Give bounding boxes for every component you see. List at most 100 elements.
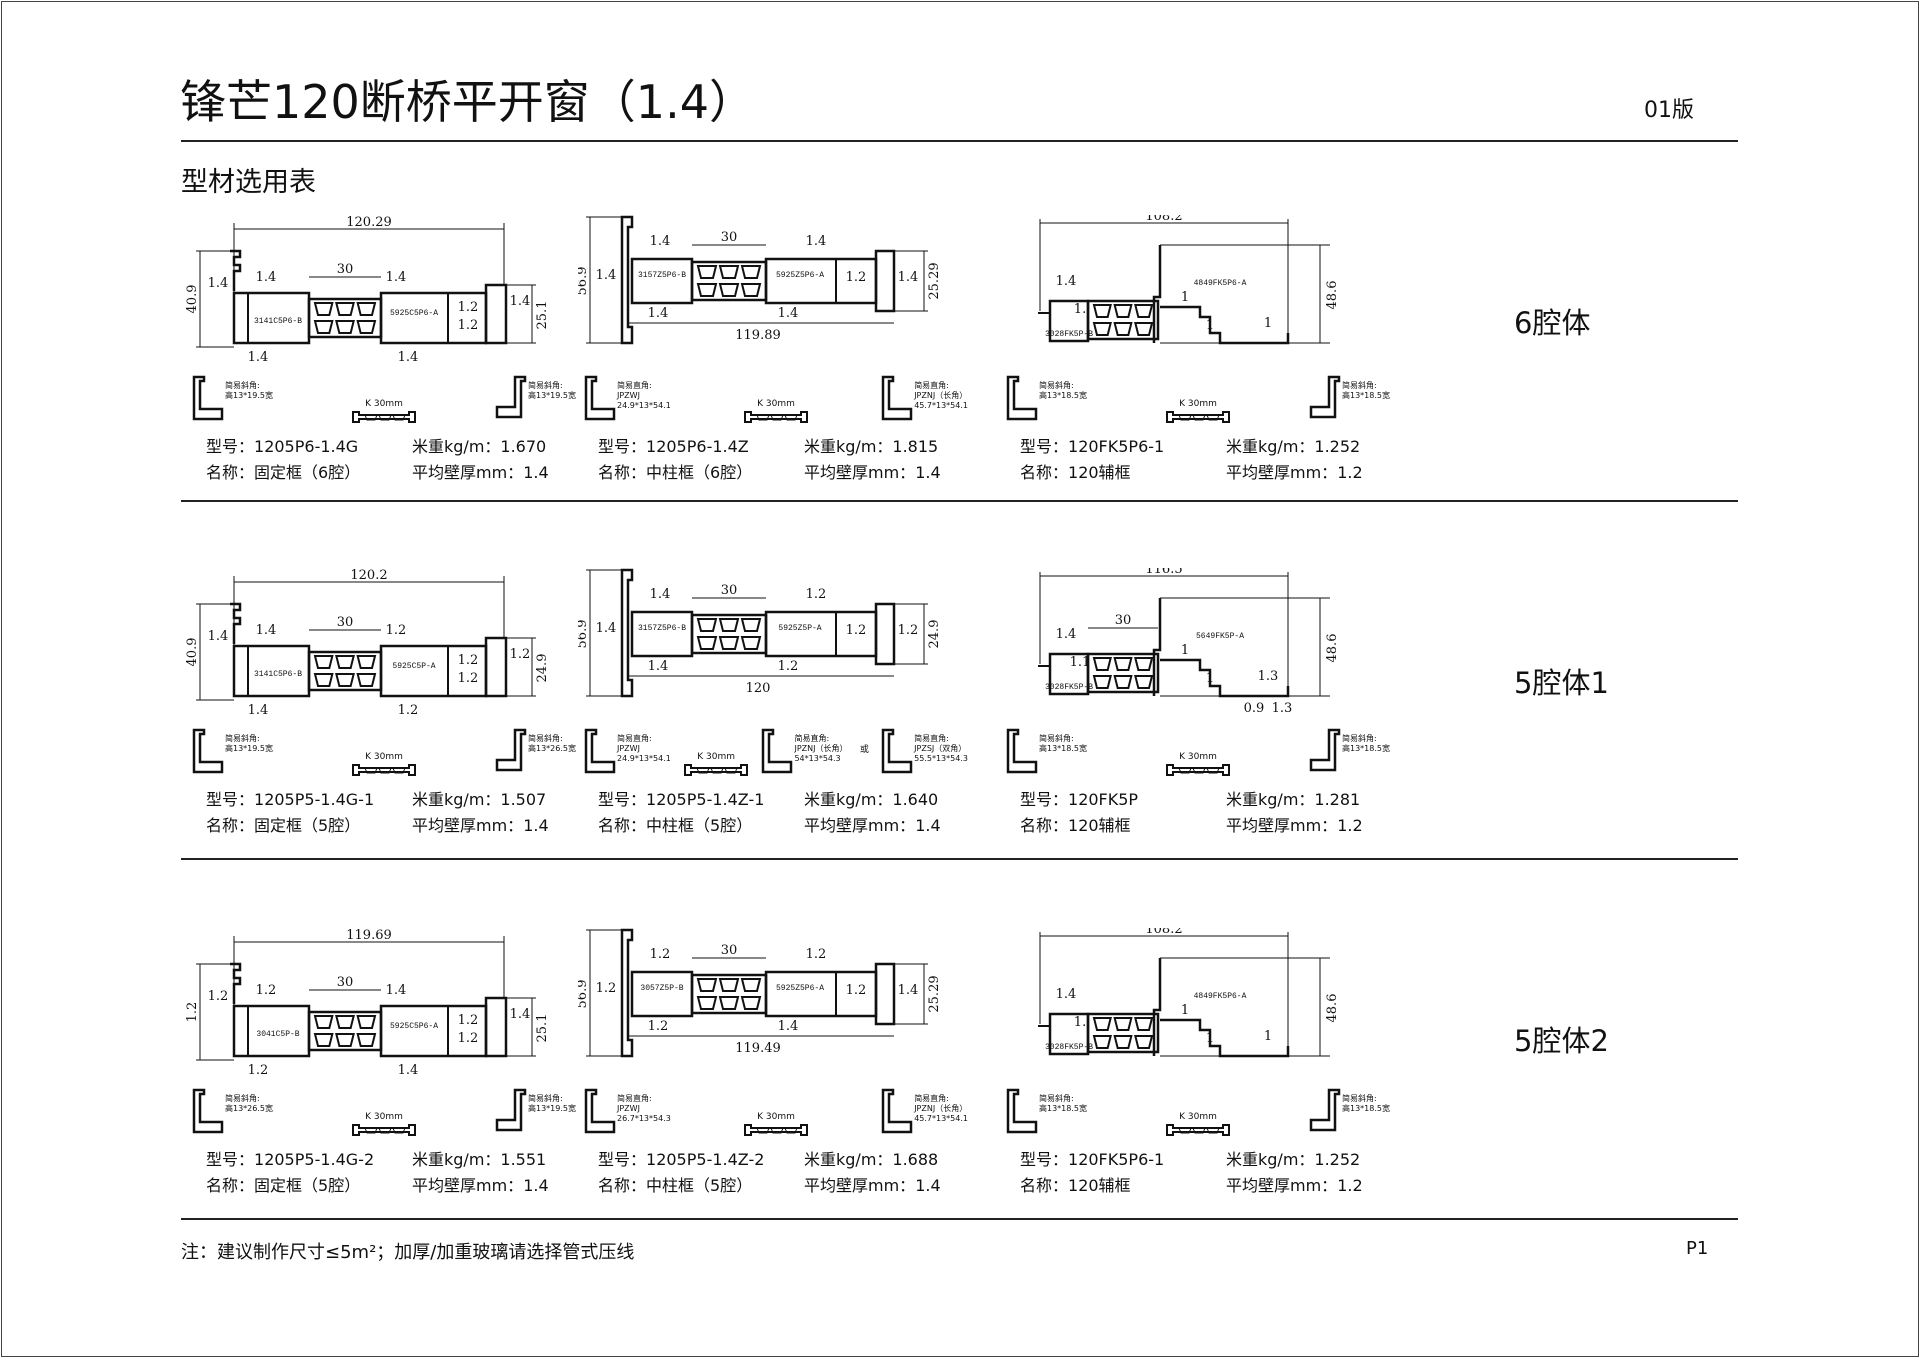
name-value: 中柱框（5腔） <box>646 816 753 835</box>
connector-spec: 45.7*13*54.1 <box>914 401 968 410</box>
connector-spec: 55.5*13*54.3 <box>914 754 968 763</box>
connector-spec: 简易斜角: <box>225 734 260 743</box>
name-label: 名称： <box>598 816 647 835</box>
name-label: 名称： <box>206 816 255 835</box>
dim-wall-thickness: 1.2 <box>458 1013 479 1028</box>
connector-spec: 简易斜角: <box>1342 381 1377 390</box>
weight-value: 1.551 <box>500 1150 547 1169</box>
dim-left-height: 56.9 <box>578 267 590 296</box>
connector-spec: 高13*18.5宽 <box>1039 1104 1087 1113</box>
profile-code: 3141C5P6-B <box>254 317 302 326</box>
dim-wall-thickness: 1 <box>1264 1029 1272 1044</box>
version-label: 01版 <box>1644 98 1694 123</box>
corner-connector: 简易直角:JPZNJ（长角）45.7*13*54.1 <box>881 1088 968 1138</box>
thickness-spec: 平均壁厚mm：1.2 <box>1226 812 1363 836</box>
connector-spec: 高13*19.5宽 <box>225 391 273 400</box>
corner-connector: 简易斜角:高13*18.5宽 <box>1006 728 1087 778</box>
thermal-strip-label: K 30mm <box>365 399 403 409</box>
connector-spec: 24.9*13*54.1 <box>617 401 671 410</box>
thickness-value: 1.2 <box>1337 816 1363 835</box>
cavity-type-label: 5腔体1 <box>1514 666 1609 700</box>
model-value: 1205P5-1.4Z-1 <box>646 790 765 809</box>
dim-wall-thickness: 1.2 <box>846 270 867 285</box>
miter-corner-icon <box>1006 728 1038 774</box>
connector-spec: JPZWJ <box>617 391 640 400</box>
thickness-value: 1.2 <box>1337 1176 1363 1195</box>
name-value: 中柱框（6腔） <box>646 463 753 482</box>
dim-wall-thickness: 1.2 <box>458 300 479 315</box>
model-label: 型号： <box>1020 1150 1069 1169</box>
dim-width: 116.5 <box>1145 568 1182 577</box>
dim-wall-thickness: 1.2 <box>846 623 867 638</box>
weight-value: 1.815 <box>892 437 939 456</box>
model-label: 型号： <box>598 437 647 456</box>
thermal-strip: K 30mm <box>351 752 417 778</box>
corner-connector: 简易斜角:高13*26.5宽 <box>495 728 576 778</box>
dim-wall-thickness: 1.4 <box>778 1019 799 1034</box>
row-divider <box>181 500 1738 502</box>
connector-spec: 简易斜角: <box>528 734 563 743</box>
connector-spec: 高13*18.5宽 <box>1039 744 1087 753</box>
model-value: 1205P6-1.4G <box>254 437 359 456</box>
name-value: 120辅框 <box>1068 816 1131 835</box>
miter-corner-icon <box>192 1088 224 1134</box>
dim-wall-thickness: 1.4 <box>386 270 407 285</box>
miter-corner-icon <box>192 375 224 421</box>
dim-wall-thickness: 1.4 <box>398 1063 419 1078</box>
thermal-strip-label: K 30mm <box>757 1112 795 1122</box>
connector-spec: 高13*26.5宽 <box>225 1104 273 1113</box>
thickness-value: 1.2 <box>1337 463 1363 482</box>
dim-wall-thickness: 1.2 <box>458 1031 479 1046</box>
dim-right-height: 25.29 <box>927 262 942 299</box>
model-value: 1205P5-1.4G-1 <box>254 790 375 809</box>
thermal-strip: K 30mm <box>1165 1112 1231 1138</box>
name-value: 120辅框 <box>1068 463 1131 482</box>
weight-value: 1.281 <box>1314 790 1361 809</box>
page-title: 锋芒120断桥平开窗（1.4） <box>180 75 755 129</box>
thickness-label: 平均壁厚mm： <box>1226 463 1338 482</box>
corner-connector: 简易斜角:高13*18.5宽 <box>1006 375 1087 425</box>
dim-wall-thickness: 1.2 <box>898 623 919 638</box>
model-label: 型号： <box>1020 437 1069 456</box>
connector-spec: 高13*19.5宽 <box>528 1104 576 1113</box>
profile-cross-section-drawing: 119.691.225.1301.21.21.21.41.21.21.41.43… <box>186 928 550 1078</box>
thickness-spec: 平均壁厚mm：1.4 <box>804 812 941 836</box>
connector-spec: 高13*19.5宽 <box>528 391 576 400</box>
model-spec: 型号：120FK5P6-1 <box>1020 1146 1164 1170</box>
dim-wall-thickness: 1.4 <box>208 629 229 644</box>
right-angle-connector-icon <box>881 1088 913 1134</box>
dim-width: 119.49 <box>735 1041 781 1056</box>
model-label: 型号： <box>206 790 255 809</box>
name-spec: 名称：中柱框（5腔） <box>598 1172 752 1196</box>
thickness-label: 平均壁厚mm： <box>1226 1176 1338 1195</box>
dim-wall-thickness: 1.2 <box>386 623 407 638</box>
thickness-label: 平均壁厚mm： <box>804 463 916 482</box>
page-number: P1 <box>1686 1238 1709 1259</box>
dim-thermal-break: 30 <box>721 943 738 958</box>
dim-wall-thickness: 1.4 <box>1056 627 1077 642</box>
connector-spec: 高13*26.5宽 <box>528 744 576 753</box>
dim-wall-thickness: 1 <box>1206 1031 1214 1046</box>
connector-spec: 简易斜角: <box>528 381 563 390</box>
dim-wall-thickness: 1 <box>1206 318 1214 333</box>
dim-wall-thickness: 1. <box>1074 1015 1086 1030</box>
dim-wall-thickness: 1.2 <box>458 318 479 333</box>
thermal-strip-icon <box>352 1124 416 1136</box>
dim-left-height: 56.9 <box>578 620 590 649</box>
weight-spec: 米重kg/m：1.640 <box>804 786 938 810</box>
thermal-strip-icon <box>1166 1124 1230 1136</box>
corner-connector: 简易直角:JPZSJ（双角）55.5*13*54.3 <box>881 728 968 778</box>
thickness-spec: 平均壁厚mm：1.4 <box>412 812 549 836</box>
name-spec: 名称：120辅框 <box>1020 812 1131 836</box>
name-value: 固定框（5腔） <box>254 816 361 835</box>
miter-corner-icon <box>1309 1088 1341 1132</box>
